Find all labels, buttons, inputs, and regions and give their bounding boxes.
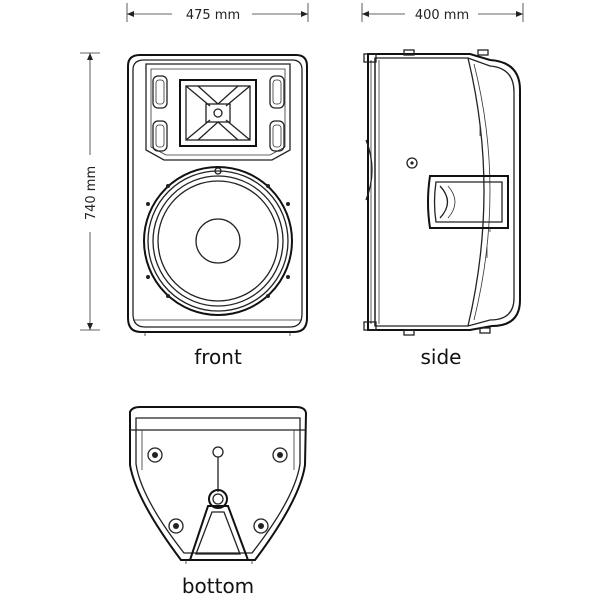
front-handle-slot-br <box>269 120 285 152</box>
side-mount-point <box>406 157 418 169</box>
height-label: 740 mm <box>84 166 99 220</box>
width-label: 475 mm <box>186 8 240 23</box>
side-pocket-handle <box>427 175 509 229</box>
front-handle-slot-tl <box>152 75 168 109</box>
bottom-tilt-wedge <box>188 505 250 561</box>
side-view-label: side <box>421 345 462 369</box>
bottom-screw-br <box>253 518 269 534</box>
height-dimension: 740 mm <box>80 52 100 331</box>
depth-dimension: 400 mm <box>361 3 524 23</box>
depth-label: 400 mm <box>415 8 469 23</box>
front-horn <box>179 79 257 147</box>
front-woofer <box>143 166 293 316</box>
bottom-view-label: bottom <box>182 574 254 598</box>
bottom-screw-bl <box>168 518 184 534</box>
side-cabinet-outline <box>367 53 521 331</box>
bottom-view <box>129 406 308 564</box>
front-cabinet-outline <box>127 54 308 333</box>
front-view-label: front <box>194 345 242 369</box>
bottom-screw-tr <box>272 447 288 463</box>
bottom-cabinet-outline <box>129 406 308 561</box>
front-view <box>127 54 308 336</box>
front-handle-slot-bl <box>152 120 168 152</box>
width-dimension: 475 mm <box>126 3 309 23</box>
bottom-screw-tl <box>147 447 163 463</box>
front-handle-slot-tr <box>269 75 285 109</box>
side-view <box>363 49 521 336</box>
bottom-pole-socket <box>208 446 228 509</box>
